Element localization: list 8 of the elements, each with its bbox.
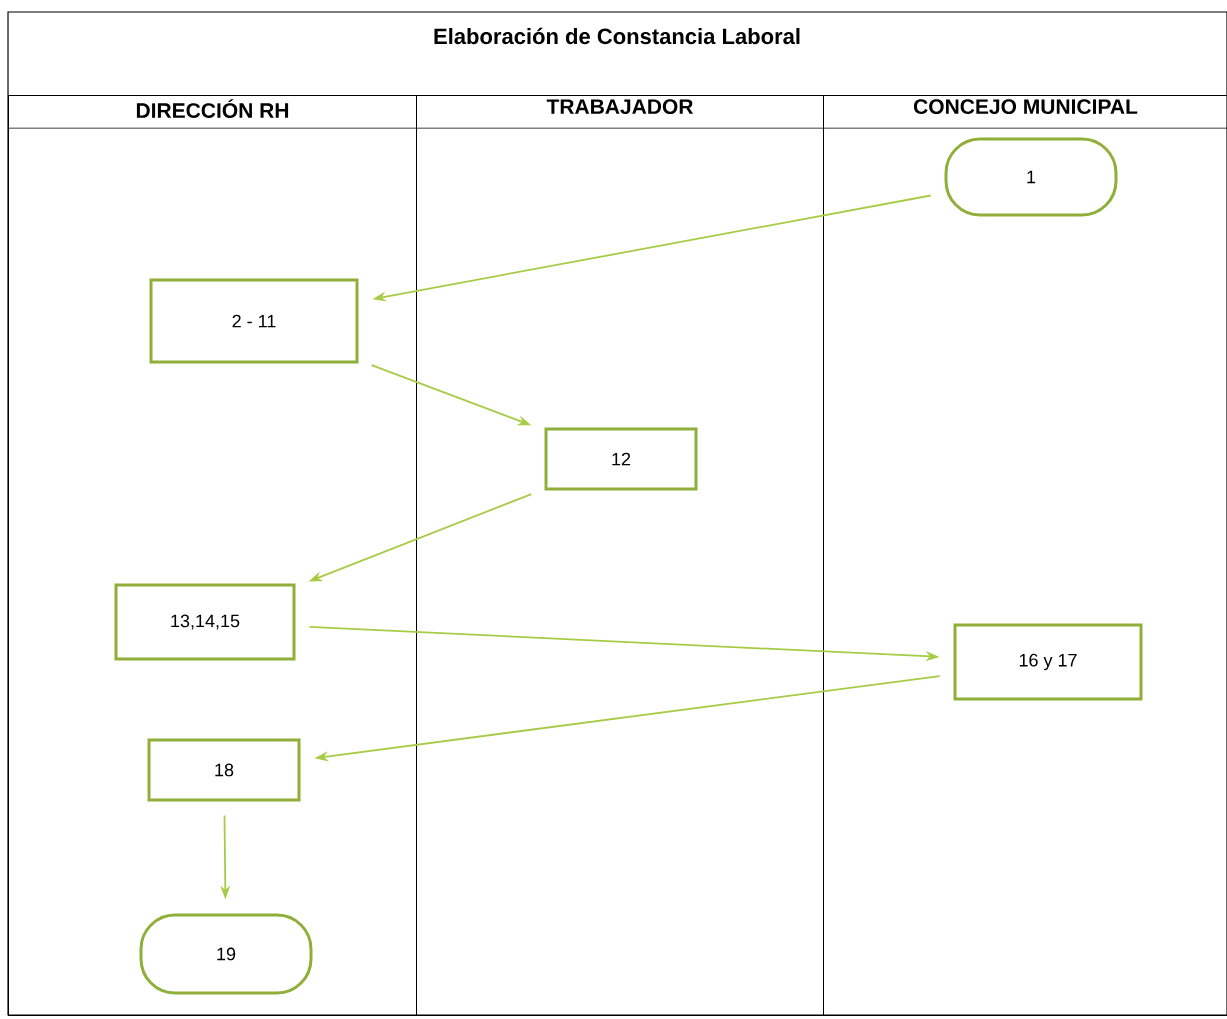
process-box: 16 y 17 (953, 623, 1143, 701)
process-box: 18 (147, 738, 301, 802)
process-box: 12 (544, 427, 698, 491)
process-box: 2 - 11 (149, 278, 359, 364)
title: Elaboración de Constancia Laboral (434, 27, 800, 45)
terminal-box: 1 (944, 137, 1118, 217)
process-box: 13,14,15 (114, 583, 296, 661)
terminal-box: 19 (139, 913, 313, 995)
